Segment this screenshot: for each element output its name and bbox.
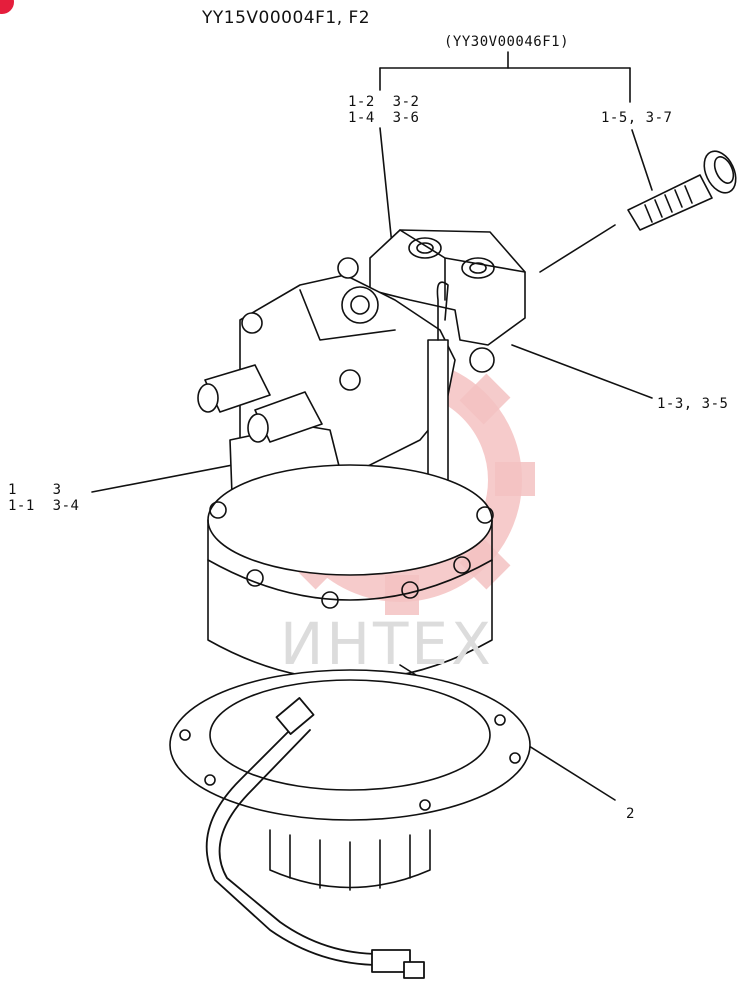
callout-left-row1: 1 3 <box>8 482 62 498</box>
pinion-gear-part <box>269 829 431 891</box>
callout-top-left-row2: 1-4 3-6 <box>348 110 420 126</box>
page-title: YY15V00004F1, F2 <box>202 8 371 28</box>
callout-group: (YY30V00046F1) <box>444 34 570 50</box>
callout-top-right: 1-5, 3-7 <box>601 110 673 126</box>
callout-right-mid: 1-3, 3-5 <box>657 396 729 412</box>
callout-left-row2: 1-1 3-4 <box>8 498 80 514</box>
relief-valve-left <box>197 364 271 413</box>
callout-bottom-right: 2 <box>626 806 635 822</box>
callout-top-left-row1: 1-2 3-2 <box>348 94 420 110</box>
bolt-part <box>627 150 737 231</box>
relief-valve-right <box>247 391 323 443</box>
group-bracket <box>379 51 653 246</box>
main-body-part <box>207 464 494 681</box>
watermark-text: ИНТЕХ <box>280 610 494 678</box>
hose-part <box>205 697 425 979</box>
